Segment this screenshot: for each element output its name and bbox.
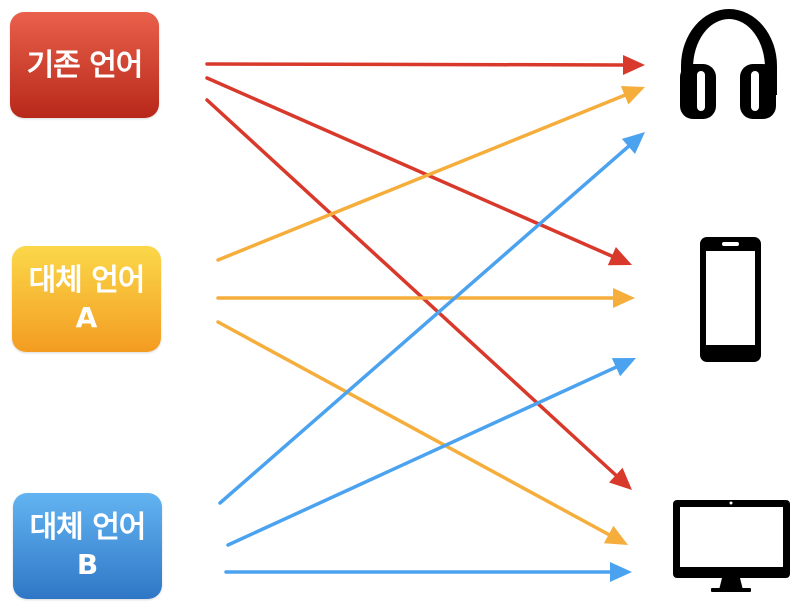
arrow-existing-to-monitor — [205, 98, 618, 477]
arrow-alt-a-to-monitor — [216, 320, 611, 537]
arrow-existing-to-smartphone — [205, 76, 614, 258]
arrow-alt-b-to-headphones — [218, 144, 631, 505]
headphones-icon — [680, 9, 777, 119]
arrowhead-existing-to-smartphone — [607, 246, 632, 266]
arrowhead-existing-to-monitor — [609, 467, 632, 490]
existing-language-box: 기존 언어 — [10, 12, 159, 118]
alternative-language-b-letter: B — [76, 548, 99, 582]
existing-language-label: 기존 언어 — [26, 47, 144, 83]
arrowhead-alt-a-to-smartphone — [613, 288, 635, 308]
alternative-language-a-box: 대체 언어 A — [12, 246, 161, 352]
arrowhead-alt-b-to-smartphone — [611, 358, 636, 377]
monitor-icon — [673, 500, 790, 592]
arrowhead-alt-a-to-monitor — [603, 525, 628, 545]
alternative-language-a-label: 대체 언어 — [28, 263, 146, 299]
arrow-existing-to-headphones — [205, 62, 625, 67]
arrowhead-alt-b-to-monitor — [610, 562, 632, 582]
arrow-alt-b-to-smartphone — [226, 365, 618, 547]
connection-arrows — [205, 54, 645, 582]
alternative-language-a-letter: A — [75, 301, 98, 335]
arrow-alt-a-to-headphones — [216, 93, 627, 262]
arrowhead-alt-b-to-headphones — [621, 132, 645, 155]
arrowhead-existing-to-headphones — [622, 54, 645, 75]
smartphone-icon — [700, 237, 761, 362]
alternative-language-b-label: 대체 언어 — [29, 510, 147, 546]
arrowhead-alt-a-to-headphones — [620, 85, 645, 105]
alternative-language-b-box: 대체 언어 B — [13, 493, 162, 599]
